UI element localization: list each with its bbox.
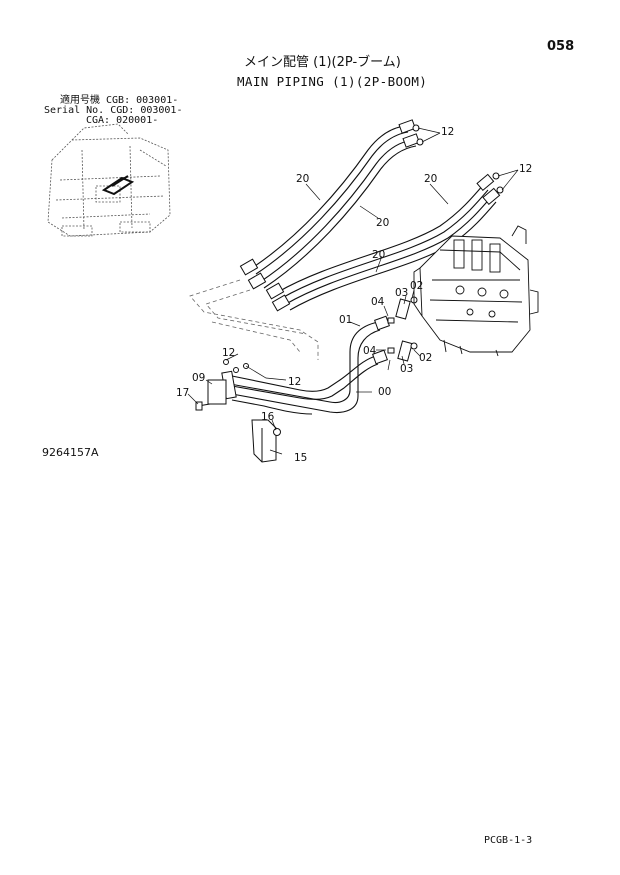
bracket-15 bbox=[251, 419, 281, 463]
footer-code: PCGB-1-3 bbox=[484, 835, 533, 846]
title-japanese: メイン配管 (1)(2P-ブーム) bbox=[244, 55, 401, 70]
callout-20-a: 20 bbox=[296, 173, 309, 185]
serial-line-3: CGA: 020001- bbox=[86, 115, 159, 126]
callout-20-b: 20 bbox=[424, 173, 437, 185]
control-valve bbox=[413, 225, 539, 357]
thumbnail-highlight bbox=[101, 175, 135, 196]
callout-03-a: 03 bbox=[395, 287, 408, 299]
hose-end-fittings bbox=[239, 119, 504, 312]
serial-line-2: Serial No. CGD: 003001- bbox=[44, 105, 183, 116]
callout-04-b: 04 bbox=[363, 345, 377, 357]
hose-assembly-20 bbox=[251, 125, 497, 311]
callout-00: 00 bbox=[378, 386, 391, 398]
callout-04-a: 04 bbox=[371, 296, 385, 308]
leader-lines bbox=[187, 127, 519, 455]
boom-dashed-path bbox=[189, 279, 319, 360]
callout-12-right: 12 bbox=[519, 163, 532, 175]
callout-09: 09 bbox=[192, 372, 205, 384]
callout-02-b: 02 bbox=[419, 352, 432, 364]
page-number: 058 bbox=[547, 39, 575, 54]
callout-15: 15 bbox=[294, 452, 307, 464]
steel-pipes bbox=[229, 321, 381, 415]
pipe-flanges bbox=[207, 315, 390, 405]
callout-03-b: 03 bbox=[400, 363, 413, 375]
drawing-number: 9264157A bbox=[42, 446, 99, 459]
callout-20-d: 20 bbox=[372, 249, 385, 261]
title-english: MAIN PIPING (1)(2P-BOOM) bbox=[237, 74, 428, 89]
machine-thumbnail bbox=[47, 123, 171, 237]
callout-17: 17 bbox=[176, 387, 189, 399]
callout-20-c: 20 bbox=[376, 217, 389, 229]
callout-16: 16 bbox=[261, 411, 275, 423]
serial-line-1: 適用号機 CGB: 003001- bbox=[60, 95, 179, 106]
callout-12-top: 12 bbox=[441, 126, 454, 138]
callout-02-a: 02 bbox=[410, 280, 423, 292]
callout-12-low: 12 bbox=[288, 376, 301, 388]
callout-12-left: 12 bbox=[222, 347, 235, 359]
callout-01: 01 bbox=[339, 314, 352, 326]
